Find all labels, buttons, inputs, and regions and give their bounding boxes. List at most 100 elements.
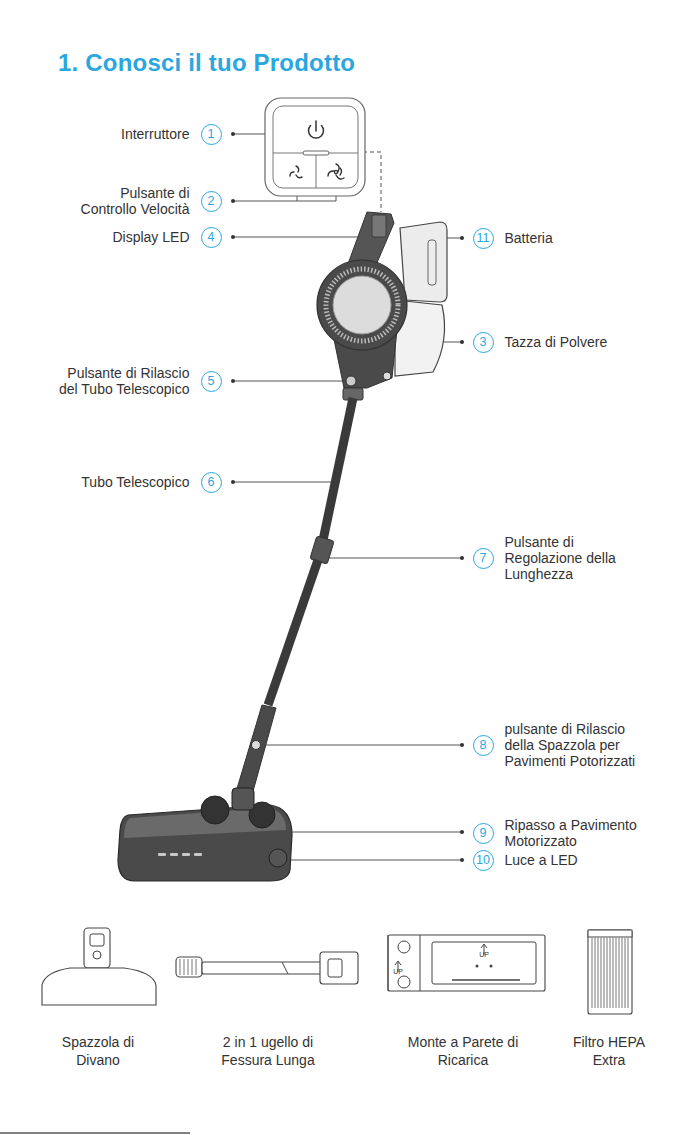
- leader-dot: [231, 199, 235, 203]
- leader-line: [280, 860, 462, 861]
- leader-dashed: [363, 152, 381, 212]
- brush-release-button: [252, 741, 261, 750]
- led-strip: [158, 853, 202, 856]
- motor-grille: [326, 269, 398, 341]
- filter-pleats: [592, 938, 628, 1008]
- telescopic-tube: [322, 398, 353, 545]
- vacuum: [118, 212, 447, 881]
- fan-blade: [290, 172, 294, 176]
- sofa-brush-head: [42, 968, 156, 1005]
- bristle-lines: [180, 959, 196, 975]
- leader-line: [233, 482, 334, 483]
- leader-line: [233, 381, 346, 382]
- accessory-name: Spazzola di Divano: [51, 1033, 146, 1069]
- leader-dot: [231, 235, 235, 239]
- leader-dot: [460, 340, 464, 344]
- power-icon: [309, 121, 324, 138]
- callout-number: 7: [480, 552, 487, 565]
- wall-mount-edge: [388, 935, 420, 991]
- panel-divider: [273, 153, 358, 188]
- leader-dot: [460, 556, 464, 560]
- page-title: 1. Conosci il tuo Prodotto: [58, 49, 355, 77]
- crevice-collar: [320, 952, 358, 984]
- fan-blade: [328, 171, 334, 176]
- leader-line: [259, 745, 462, 746]
- brush-end-cap: [269, 849, 287, 867]
- telescopic-tube: [268, 560, 318, 705]
- callout-number: 2: [208, 195, 215, 208]
- callout-number: 9: [480, 827, 487, 840]
- motor-cap: [333, 276, 391, 334]
- accessory-name: Monte a Parete di Ricarica: [403, 1033, 523, 1069]
- part-name: Luce a LED: [505, 852, 655, 868]
- handle: [348, 212, 394, 265]
- battery-detail: [428, 240, 436, 285]
- wall-mount-plate: [388, 935, 545, 991]
- callout-circle: 8pulsante di Rilascio della Spazzola per…: [473, 735, 494, 756]
- callout-circle: 2Pulsante di Controllo Velocità: [201, 191, 222, 212]
- callout-number: 11: [477, 232, 490, 245]
- battery: [400, 222, 447, 302]
- filter-body: [588, 930, 632, 1014]
- part-name: Pulsante di Regolazione della Lunghezza: [505, 534, 630, 582]
- led: [170, 853, 178, 856]
- callout-circle: 7Pulsante di Regolazione della Lunghezza: [473, 548, 494, 569]
- mount-ledge: [452, 979, 520, 981]
- part-name: Display LED: [40, 229, 190, 245]
- crevice-slot: [328, 959, 342, 977]
- motor-housing: [317, 260, 407, 350]
- fan-hub: [334, 170, 337, 173]
- orientation-mark: UP: [474, 951, 494, 959]
- brush-joint: [232, 788, 254, 810]
- part-name: pulsante di Rilascio della Spazzola per …: [505, 721, 650, 769]
- leader-dot: [231, 379, 235, 383]
- leader-line: [326, 558, 462, 559]
- page-rule: [0, 1133, 190, 1134]
- fan-blade: [296, 175, 302, 178]
- filter-cap: [588, 930, 632, 937]
- part-name: Tazza di Polvere: [505, 334, 675, 350]
- callout-number: 4: [208, 231, 215, 244]
- sofa-brush: [42, 928, 156, 1005]
- led: [194, 853, 202, 856]
- mount-dot: [476, 965, 479, 968]
- screw-hole: [398, 941, 410, 953]
- crevice-tool: [176, 952, 358, 984]
- up-arrow: [395, 944, 487, 972]
- part-name: Pulsante di Controllo Velocità: [72, 185, 190, 217]
- leader-dot: [460, 236, 464, 240]
- part-name: Ripasso a Pavimento Motorizzato: [505, 817, 655, 849]
- led: [182, 853, 190, 856]
- sofa-brush-neck: [84, 928, 110, 968]
- led: [158, 853, 166, 856]
- leader-line: [233, 134, 267, 135]
- fan-blade: [296, 166, 299, 172]
- callout-circle: 6Tubo Telescopico: [201, 472, 222, 493]
- callout-number: 1: [208, 128, 215, 141]
- control-panel: [265, 98, 365, 196]
- led-display: [372, 215, 386, 237]
- part-name: Batteria: [505, 230, 655, 246]
- crevice-tube: [202, 962, 322, 974]
- leader-dot: [231, 132, 235, 136]
- panel-frame: [265, 98, 365, 196]
- callout-number: 5: [208, 375, 215, 388]
- wheel: [201, 796, 229, 824]
- orientation-mark: UP: [388, 968, 408, 976]
- wall-mount: [388, 935, 545, 991]
- callout-number: 8: [480, 739, 487, 752]
- callout-number: 6: [208, 476, 215, 489]
- part-name: Tubo Telescopico: [20, 474, 190, 490]
- callout-circle: 5Pulsante di Rilascio del Tubo Telescopi…: [201, 371, 222, 392]
- crevice-bristles: [176, 957, 202, 977]
- release-button: [346, 376, 356, 386]
- screw-hole: [398, 976, 410, 988]
- callout-circle: 11Batteria: [473, 228, 494, 249]
- part-name: Pulsante di Rilascio del Tubo Telescopic…: [52, 365, 190, 397]
- mount-dot: [490, 965, 493, 968]
- sofa-brush-slot: [90, 934, 104, 946]
- leader-line: [233, 237, 368, 238]
- accessory-name: Filtro HEPA Extra: [565, 1033, 653, 1069]
